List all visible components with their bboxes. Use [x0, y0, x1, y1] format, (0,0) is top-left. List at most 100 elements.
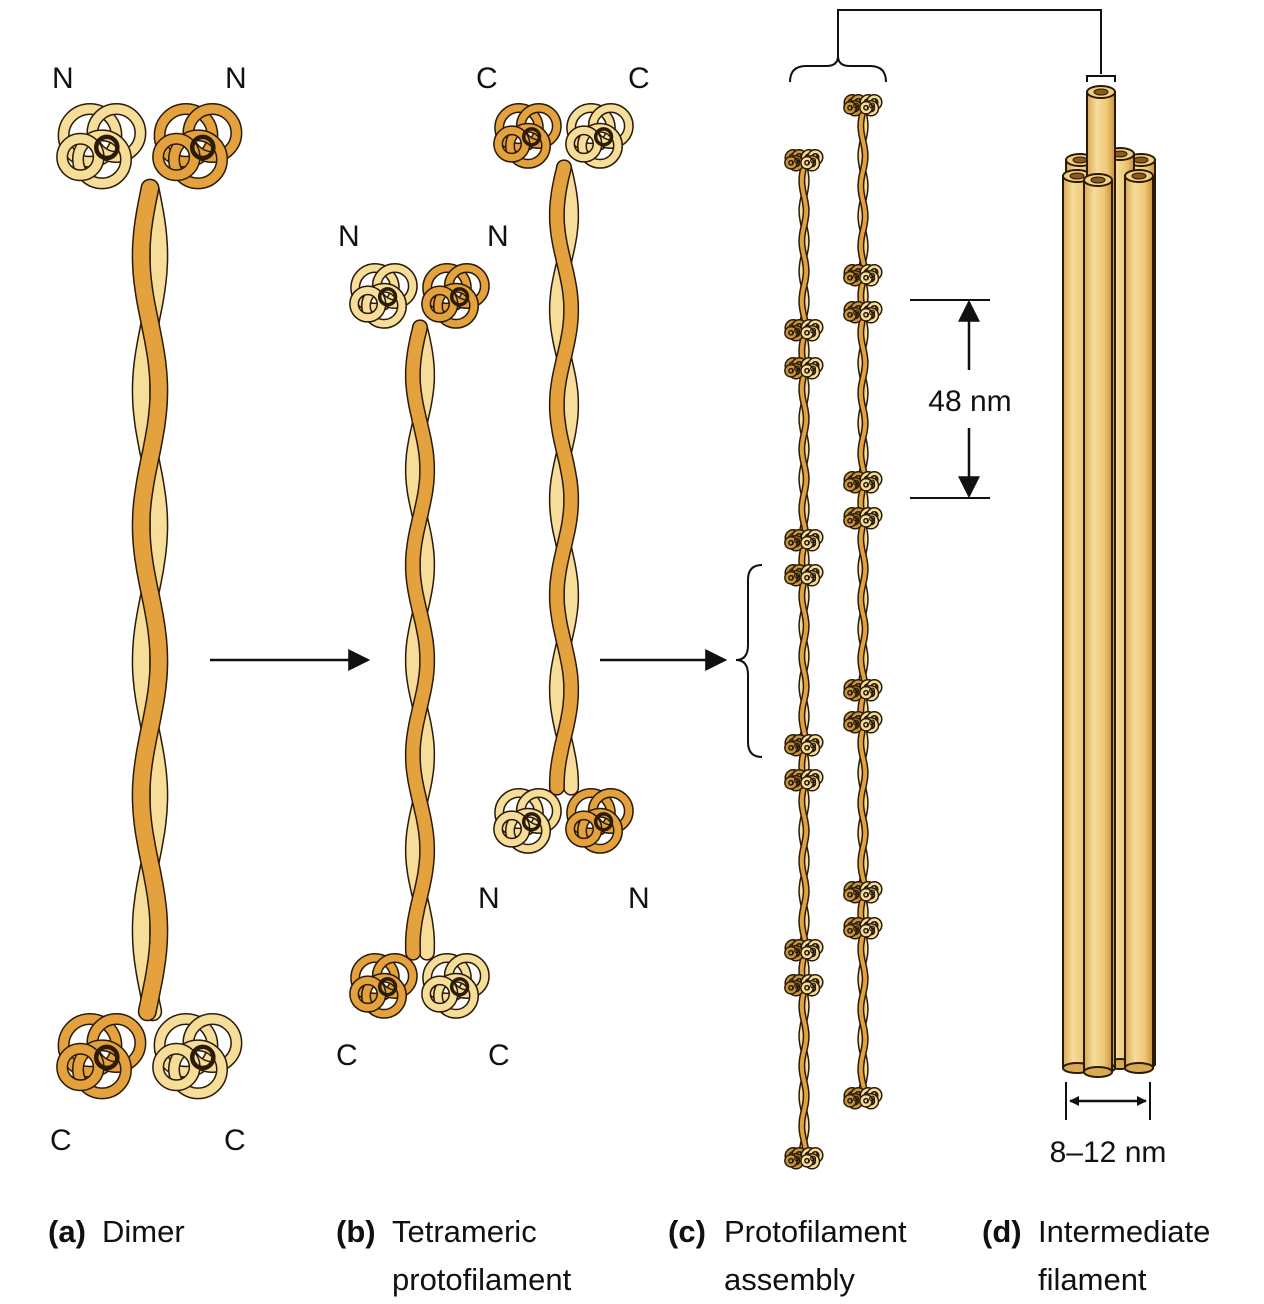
- protofilament-right-head-7-l-core: [853, 889, 860, 896]
- tetramer-upper-dimer-head-top-right-loop-2: [578, 124, 622, 168]
- filament-rod-1-lumen: [1133, 156, 1149, 164]
- protofilament-right-head-1-r: [859, 264, 883, 287]
- protofilament-left-head-0-l-core: [794, 157, 801, 164]
- tetramer-lower-c-left: C: [336, 1039, 358, 1072]
- protofilament-left-head-8-r: [800, 974, 824, 997]
- protofilament-left-head-3-l-core: [794, 537, 801, 544]
- protofilament-right-head-3-l-core: [853, 479, 860, 486]
- protofilament-right-segment-6: [857, 724, 869, 890]
- tetramer-lower-dimer-head-top-right: [421, 263, 490, 329]
- protofilament-right-head-1-l-core: [853, 272, 860, 279]
- caption-c: (c) Protofilament assembly: [668, 1214, 907, 1297]
- tetramer-lower-n-right: N: [487, 220, 509, 253]
- protofilament-right-head-0-r-core: [869, 102, 876, 109]
- tetramer-lower-dimer: [349, 263, 490, 1019]
- protofilament-left-head-4-r: [800, 564, 824, 587]
- protofilament-right-head-4-r: [859, 507, 883, 530]
- protofilament-left-head-9-r: [800, 1147, 824, 1170]
- panel-a-dimer: N N C C: [50, 62, 247, 1157]
- protofilament-right-head-2-l-core: [853, 309, 860, 316]
- protofilament-left-head-6-r-core: [810, 777, 817, 784]
- protofilament-left-head-9-l-core: [794, 1155, 801, 1162]
- filament-rod-3-lumen: [1069, 172, 1085, 180]
- protofilament-right-head-7-r-core: [869, 889, 876, 896]
- protofilament-right-segment-0: [857, 107, 869, 273]
- tetramer-lower-n-left: N: [338, 220, 360, 253]
- protofilament-right-head-2-r: [859, 301, 883, 324]
- protofilament-left-segment-6-coil-strand-dark: [799, 784, 809, 946]
- protofilament-left-head-1-l-core: [794, 327, 801, 334]
- panel-c-protofilament-assembly: 48 nm: [735, 94, 1012, 1170]
- filament-rod-6-lumen: [1090, 176, 1106, 184]
- tetramer-lower-dimer-head-top-left-loop-2: [362, 284, 406, 328]
- protofilament-right-segment-2: [857, 314, 869, 480]
- dimer-head-bottom-right: [152, 1013, 243, 1100]
- filament-width-dimension: 8–12 nm: [1050, 1082, 1167, 1169]
- protofilament-left-head-0-r-core: [810, 157, 817, 164]
- caption-a-letter: (a): [48, 1214, 86, 1249]
- width-label: 8–12 nm: [1050, 1136, 1167, 1169]
- protofilament-right-segment-6-coil-strand-dark: [858, 726, 868, 888]
- filament-rod-6-bottom-cap: [1083, 1066, 1113, 1078]
- caption-a: (a) Dimer: [48, 1214, 185, 1249]
- protofilament-left-segment-2: [798, 370, 810, 538]
- rod-brace: [1086, 75, 1116, 82]
- dimer: [56, 102, 243, 1100]
- protofilament-left-head-6-r: [800, 769, 824, 792]
- dimer-head-top-left: [56, 102, 147, 190]
- protofilament-left-head-5-r-core: [810, 742, 817, 749]
- tetramer-upper-dimer-head-bottom-right-core: [593, 812, 614, 832]
- protofilament-left-segment-0: [798, 162, 810, 328]
- protofilament-right-head-3-r-core: [869, 479, 876, 486]
- protofilament-right-head-2-r-core: [869, 309, 876, 316]
- tetramer-upper-dimer-head-top-right: [565, 103, 634, 169]
- protofilament-left-head-8-r-core: [810, 982, 817, 989]
- spacing-label: 48 nm: [928, 385, 1011, 418]
- protofilament-right-head-4-l-core: [853, 515, 860, 522]
- assembly-to-filament-connector: [789, 9, 1116, 83]
- protofilament-right: [843, 94, 883, 1110]
- caption-d-title-line2: filament: [1038, 1262, 1147, 1297]
- protofilament-right-head-8-r-core: [869, 925, 876, 932]
- dimer-head-bottom-left-core: [93, 1044, 120, 1071]
- protofilament-right-head-5-l-core: [853, 687, 860, 694]
- protofilament-right-head-9-r: [859, 1087, 883, 1110]
- tetramer-upper-dimer-head-bottom-left-core: [521, 812, 542, 832]
- protofilament-left-segment-8-coil-strand-dark: [799, 989, 809, 1154]
- protofilament-right-head-5-r: [859, 679, 883, 702]
- tetramer-upper-c-left: C: [476, 62, 498, 95]
- tetramer-upper-dimer-rod-strand-dark: [550, 160, 578, 795]
- tetramer-lower-c-right: C: [488, 1039, 510, 1072]
- dimer-head-top-right: [152, 102, 243, 190]
- protofilament-right-head-8-r: [859, 917, 883, 940]
- protofilament-right-head-8-l-core: [853, 925, 860, 932]
- caption-c-title-line1: Protofilament: [724, 1214, 907, 1249]
- protofilament-left-segment-0-coil-strand-dark: [799, 164, 809, 326]
- tetramer-lower-dimer-head-top-left: [349, 263, 418, 329]
- filament-rod-4-bottom-cap: [1124, 1062, 1154, 1074]
- protofilament-left-segment-8: [798, 987, 810, 1156]
- protofilament-left-head-7-l-core: [794, 947, 801, 954]
- protofilament-left-head-8-l-core: [794, 982, 801, 989]
- pair-brace: [789, 55, 887, 83]
- dimer-c-terminus-left: C: [50, 1124, 72, 1157]
- protofilament-right-segment-8-coil-strand-dark: [858, 932, 868, 1094]
- filament-rod-6: [1083, 173, 1113, 1078]
- caption-a-title: Dimer: [102, 1214, 185, 1249]
- protofilament-left-head-7-r: [800, 939, 824, 962]
- tetramer-upper-dimer-head-top-left: [493, 103, 562, 169]
- tetramer-lower-dimer-rod-strand-dark: [406, 320, 434, 960]
- tetramer-upper-dimer-head-bottom-right-loop-2: [578, 809, 622, 853]
- tetramer-lower-dimer-head-top-right-core: [449, 287, 470, 307]
- tetramer-dimer-lower: [349, 263, 490, 1019]
- protofilament-right-head-9-r-core: [869, 1095, 876, 1102]
- tetramer-lower-dimer-head-bottom-left-loop-2: [362, 974, 406, 1018]
- protofilament-left-segment-6: [798, 782, 810, 948]
- panel-b-tetramer: N N C C C C N N: [336, 62, 650, 1072]
- tetramer-upper-c-right: C: [628, 62, 650, 95]
- protofilament-left-segment-4: [798, 577, 810, 743]
- tetramer-lower-dimer-head-bottom-right: [421, 953, 490, 1019]
- tetramer-lower-dimer-head-bottom-left: [349, 953, 418, 1019]
- tetramer-upper-dimer-head-bottom-right: [565, 788, 634, 854]
- dimer-n-terminus-right: N: [225, 62, 247, 95]
